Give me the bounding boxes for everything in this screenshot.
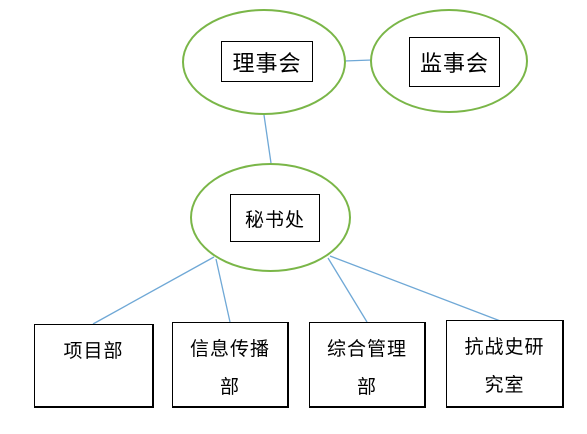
connector-secretariat-admin <box>327 257 368 323</box>
dept-general-admin: 综合管理 部 <box>309 322 426 408</box>
connector-council-secretariat <box>263 114 272 164</box>
supervisors-ellipse <box>370 9 528 113</box>
secretariat-ellipse <box>190 163 351 272</box>
council-ellipse <box>182 9 346 115</box>
connector-secretariat-project <box>92 256 215 325</box>
connector-secretariat-research <box>329 255 504 323</box>
dept-info-line1: 信息传播 <box>189 338 270 360</box>
secretariat-box: 秘书处 <box>230 194 320 242</box>
dept-info-line2: 部 <box>219 376 240 398</box>
connector-secretariat-info <box>215 258 231 323</box>
dept-admin-line1: 综合管理 <box>326 338 407 360</box>
dept-project-line1: 项目部 <box>63 340 124 362</box>
connector-council-supervisors <box>343 59 373 62</box>
dept-admin-line2: 部 <box>356 376 377 398</box>
dept-info-communication: 信息传播 部 <box>172 322 289 408</box>
council-box: 理事会 <box>221 41 313 82</box>
dept-war-history-research: 抗战史研 究室 <box>446 320 564 408</box>
dept-project: 项目部 <box>34 324 154 408</box>
dept-research-line2: 究室 <box>484 374 525 396</box>
supervisors-box: 监事会 <box>409 37 500 87</box>
dept-research-line1: 抗战史研 <box>464 336 545 358</box>
